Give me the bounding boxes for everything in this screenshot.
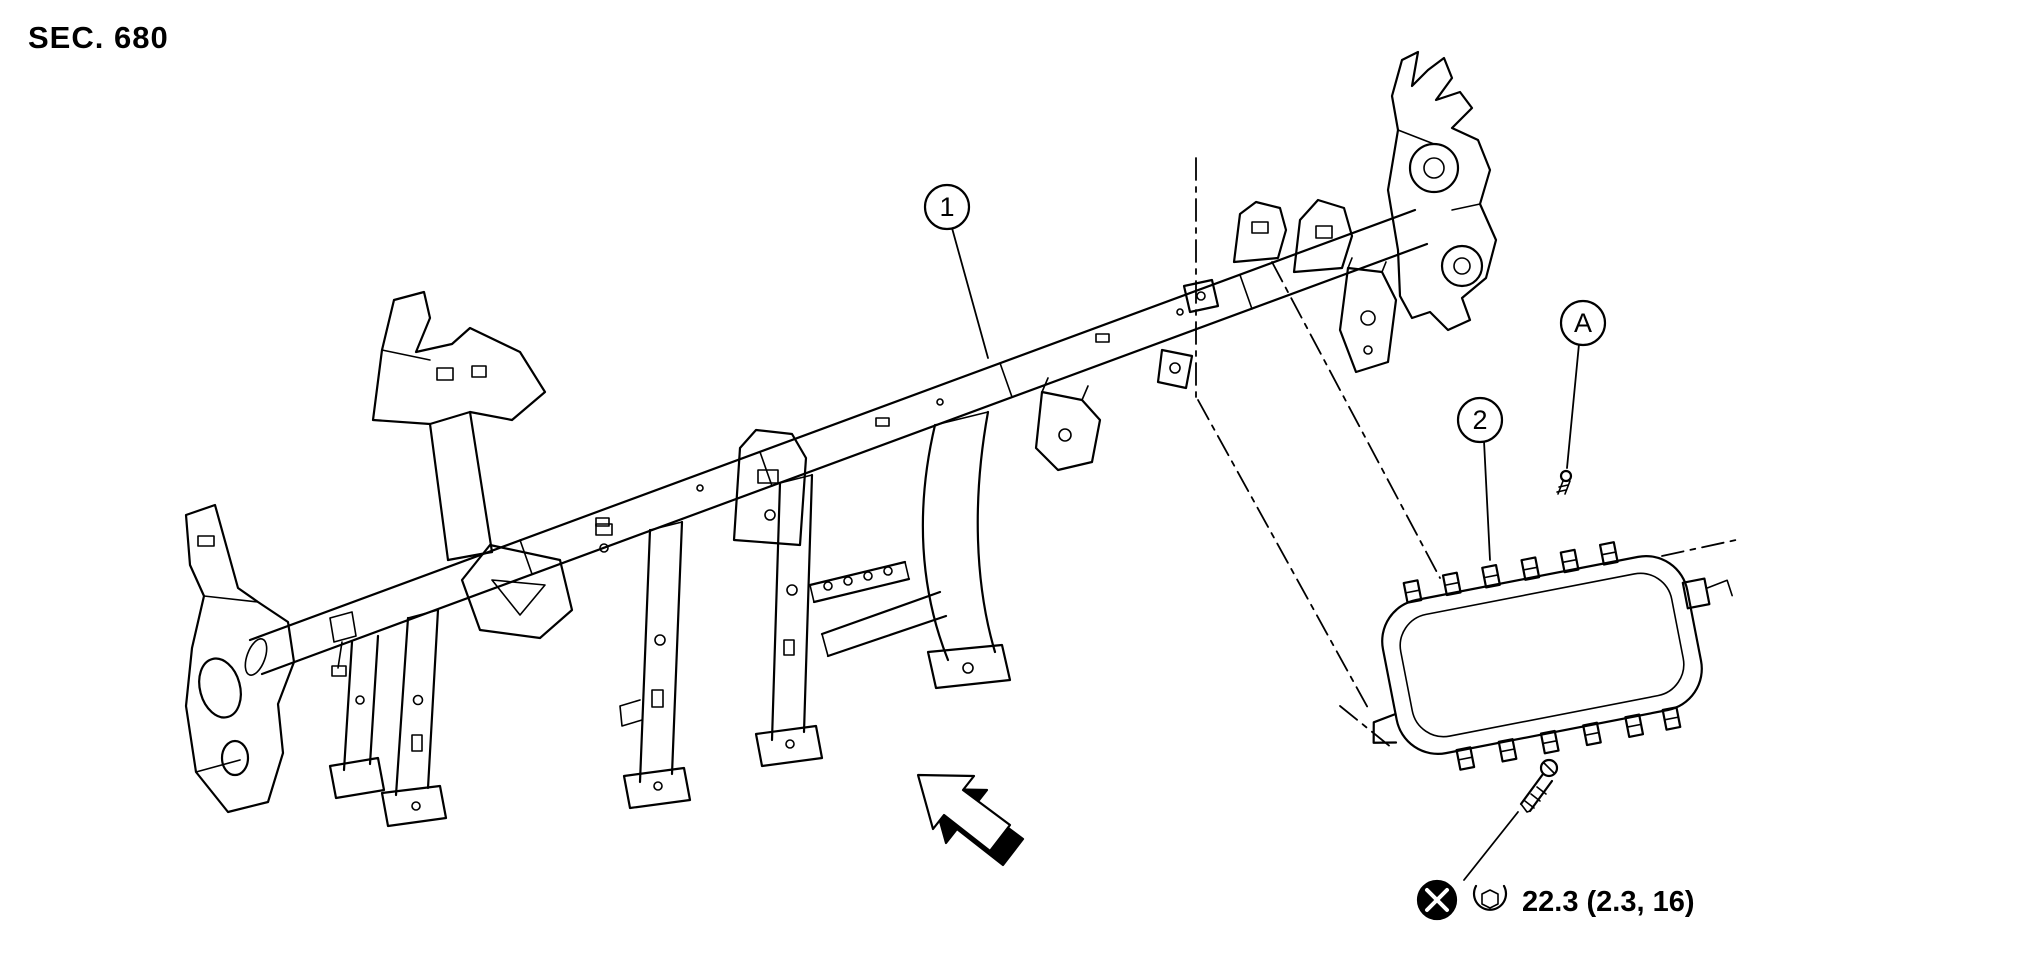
left-end-bracket — [184, 503, 296, 814]
callout-1: 1 — [923, 183, 989, 359]
upper-fin-bracket — [1232, 200, 1288, 264]
upper-left-bracket — [371, 290, 547, 562]
callout-a-label: A — [1574, 308, 1592, 338]
callout-2-circle — [1456, 396, 1504, 444]
support-leg — [754, 473, 824, 768]
centerline-clamp — [1182, 278, 1220, 314]
beam-clip — [1156, 348, 1194, 390]
section-label: SEC. 680 — [28, 20, 169, 55]
hanging-bracket — [1338, 257, 1398, 374]
callout-1-circle — [923, 183, 971, 231]
gusset-bracket — [460, 543, 574, 640]
bolt-a-drawing — [1556, 469, 1573, 495]
crossed-circle-fastener-icon — [1416, 879, 1458, 921]
mounting-screw-drawing — [1463, 758, 1559, 881]
center-upper-bracket — [732, 428, 808, 547]
crossmember-assembly-drawing — [184, 50, 1498, 828]
projection-lines — [1195, 157, 1737, 749]
center-stay — [808, 410, 1012, 690]
support-leg — [380, 608, 448, 828]
torque-value: 22.3 (2.3, 16) — [1522, 886, 1695, 918]
front-direction-arrow-icon — [916, 773, 1025, 867]
hanging-bracket — [1034, 377, 1102, 472]
left-small-clips — [329, 523, 613, 677]
support-leg — [328, 634, 386, 800]
nut-retainer-icon — [1472, 884, 1508, 911]
airbag-module-drawing — [1372, 541, 1733, 771]
callout-1-label: 1 — [939, 192, 954, 222]
callout-2: 2 — [1456, 396, 1504, 561]
callout-a: A — [1559, 299, 1607, 469]
torque-note: 22.3 (2.3, 16) — [1416, 879, 1695, 921]
right-end-bracket — [1386, 50, 1498, 332]
callout-a-circle — [1559, 299, 1607, 347]
callout-2-label: 2 — [1472, 405, 1487, 435]
support-leg — [619, 520, 692, 810]
retainer-clips-bottom — [1455, 706, 1682, 771]
retainer-clips-top — [1402, 541, 1619, 604]
upper-fin-bracket — [1292, 198, 1354, 274]
